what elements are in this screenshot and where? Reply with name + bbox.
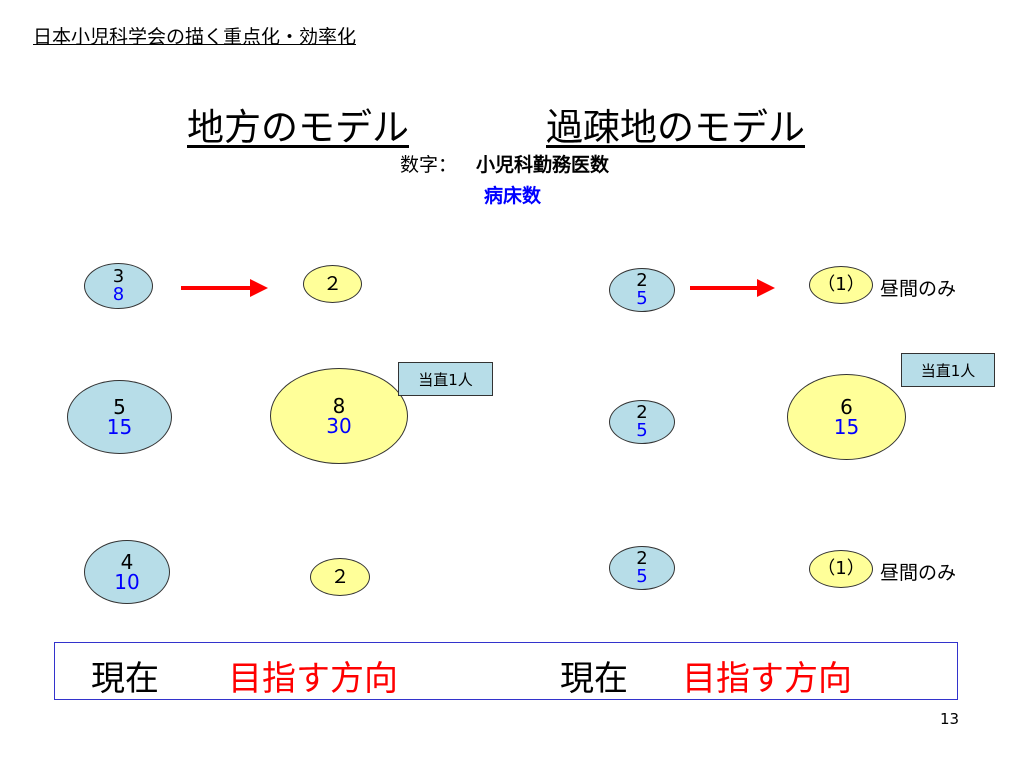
rural-current-hospital-2: 2 5 xyxy=(609,400,675,444)
page-number: 13 xyxy=(940,710,960,728)
doctor-count: 6 xyxy=(840,395,853,419)
bed-count: 15 xyxy=(106,415,133,439)
daytime-only-note-2: 昼間のみ xyxy=(880,562,957,584)
doctor-count: ２ xyxy=(330,565,350,588)
on-call-tag-rural: 当直1人 xyxy=(901,353,995,387)
rural-current-hospital-1: 2 5 xyxy=(609,268,675,312)
arrow-rural xyxy=(690,279,775,297)
on-call-tag-regional: 当直1人 xyxy=(398,362,493,396)
footer-current-left: 現在 xyxy=(91,659,159,699)
rural-target-hospital-1: （1） xyxy=(809,266,873,304)
legend-beds: 病床数 xyxy=(484,185,542,207)
footer-current-right: 現在 xyxy=(560,659,628,699)
bed-count: 5 xyxy=(636,288,648,309)
doctor-count: （1） xyxy=(817,558,865,579)
doctor-count: 5 xyxy=(113,395,126,419)
rural-current-hospital-3: 2 5 xyxy=(609,546,675,590)
bed-count: 15 xyxy=(833,415,860,439)
rural-target-hospital-3: （1） xyxy=(809,550,873,588)
doctor-count: 4 xyxy=(120,550,134,574)
footer-box xyxy=(54,642,958,700)
bed-count: 30 xyxy=(326,414,352,438)
regional-current-hospital-1: 3 8 xyxy=(84,263,153,309)
doctor-count: ２ xyxy=(322,272,342,295)
bed-count: 5 xyxy=(636,566,648,587)
regional-current-hospital-2: 5 15 xyxy=(67,380,172,454)
regional-target-hospital-3: ２ xyxy=(310,558,370,596)
bed-count: 5 xyxy=(636,420,648,441)
regional-current-hospital-3: 4 10 xyxy=(84,540,170,604)
footer-target-right: 目指す方向 xyxy=(682,659,852,699)
arrow-regional xyxy=(181,279,268,297)
rural-target-hospital-2: 6 15 xyxy=(787,374,906,460)
regional-target-hospital-1: ２ xyxy=(303,265,362,303)
slide-header: 日本小児科学会の描く重点化・効率化 xyxy=(33,26,357,48)
doctor-count: （1） xyxy=(817,274,865,295)
doctor-count: 2 xyxy=(636,548,648,569)
doctor-count: 8 xyxy=(332,394,346,418)
title-regional-model: 地方のモデル xyxy=(187,106,409,149)
daytime-only-note-1: 昼間のみ xyxy=(880,278,957,300)
footer-target-left: 目指す方向 xyxy=(228,659,398,699)
bed-count: 10 xyxy=(114,570,140,594)
legend-doctors: 小児科勤務医数 xyxy=(476,154,610,176)
doctor-count: 3 xyxy=(112,266,125,287)
doctor-count: 2 xyxy=(636,402,648,423)
legend-label: 数字： xyxy=(400,154,458,176)
title-rural-model: 過疎地のモデル xyxy=(546,106,805,149)
regional-target-hospital-2: 8 30 xyxy=(270,368,408,464)
bed-count: 8 xyxy=(112,284,125,305)
doctor-count: 2 xyxy=(636,270,648,291)
